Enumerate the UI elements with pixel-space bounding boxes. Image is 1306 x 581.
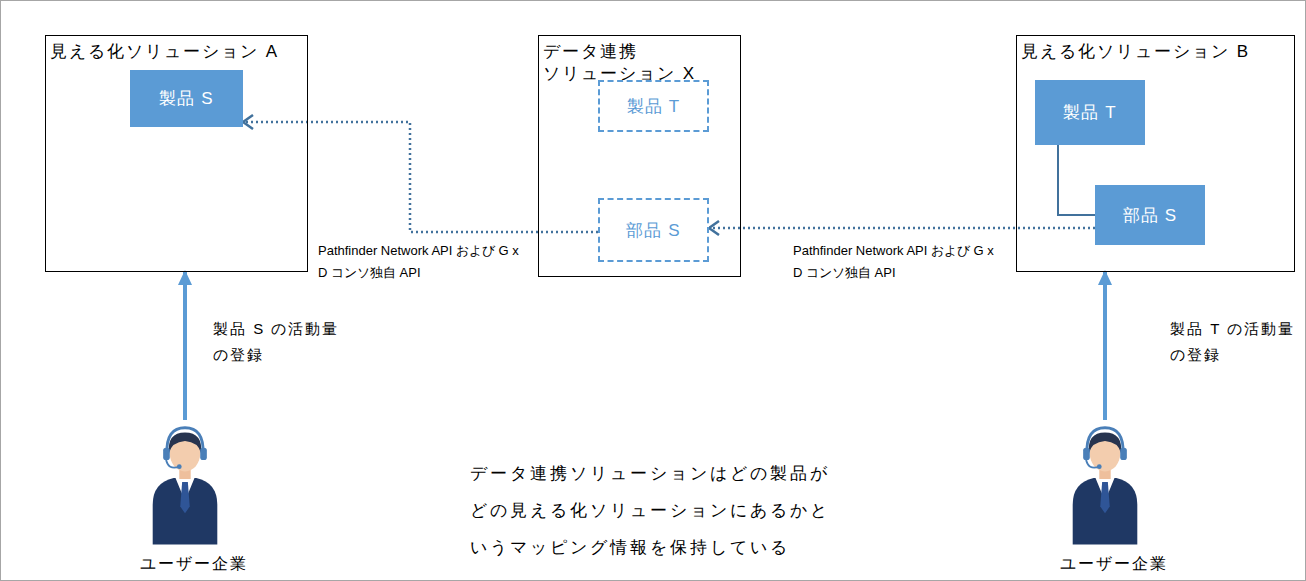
product-box: 製品 T [1035, 80, 1145, 145]
product-box: 製品 S [130, 70, 243, 127]
note-text: データ連携ソリューションはどの製品が どの見える化ソリューションにあるかと いう… [470, 455, 840, 566]
mapping-box: 製品 T [598, 80, 709, 132]
box-heading: データ連携 ソリューション X [543, 41, 703, 85]
mapping-box: 部品 S [598, 198, 709, 262]
box-label: 製品 T [627, 95, 680, 118]
edge-label: Pathfinder Network API および G x D コンソ独自 A… [793, 240, 1005, 284]
solution-box: 見える化ソリューション A 製品 S [45, 35, 308, 272]
solution-box: データ連携 ソリューション X 製品 T 部品 S [538, 35, 741, 277]
input-arrow [183, 272, 187, 420]
box-label: ユーザー企業 [140, 553, 248, 575]
user-icon [1073, 428, 1138, 545]
api-connector [243, 122, 598, 232]
api-connector [1058, 145, 1095, 215]
box-label: ユーザー企業 [1060, 553, 1168, 575]
box-label: 製品 S [159, 87, 213, 110]
part-box: 部品 S [1095, 185, 1205, 245]
input-arrow [1103, 272, 1107, 420]
edge-label: 製品 T の活動量 の登録 [1170, 316, 1302, 368]
box-heading: 見える化ソリューション B [1021, 41, 1250, 63]
box-label: 製品 T [1063, 101, 1116, 124]
box-label: 部品 S [626, 219, 680, 242]
box-heading: 見える化ソリューション A [50, 41, 279, 63]
user-node: ユーザー企業 [130, 420, 258, 575]
box-label: 部品 S [1123, 204, 1177, 227]
user-icon [153, 428, 218, 545]
api-connector [709, 227, 1095, 230]
solution-box: 見える化ソリューション B 製品 T 部品 S [1016, 35, 1295, 272]
edge-label: Pathfinder Network API および G x D コンソ独自 A… [318, 240, 530, 284]
edge-label: 製品 S の活動量 の登録 [213, 316, 349, 368]
user-node: ユーザー企業 [1050, 420, 1178, 575]
